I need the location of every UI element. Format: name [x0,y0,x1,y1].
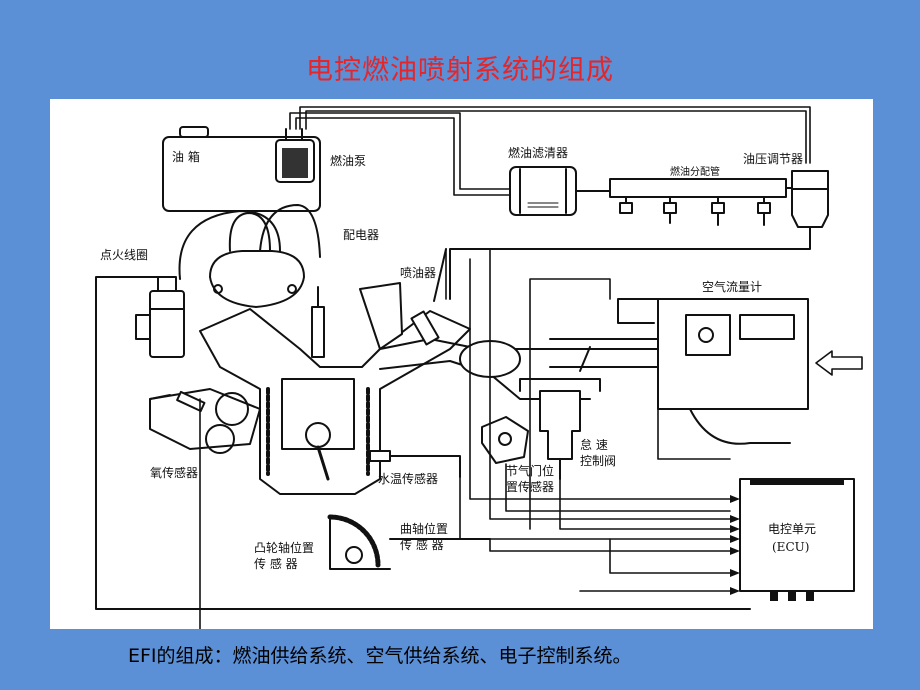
slide-title: 电控燃油喷射系统的组成 [306,55,614,86]
label-cam-sensor-2: 传 感 器 [254,557,298,571]
distributor [178,204,321,308]
spark-plug [311,286,325,358]
coolant-temp-sensor [369,450,461,478]
label-ignition-coil: 点火线圈 [100,248,149,262]
label-cam-sensor-1: 凸轮轴位置 [254,541,315,555]
crank-cam-sensors [327,514,491,570]
label-crank-sensor-1: 曲轴位置 [400,522,449,536]
label-fuel-rail: 燃油分配管 [670,167,720,178]
label-fuel-pump: 燃油泵 [330,154,367,168]
fuel-rail [609,178,787,226]
label-air-flow-meter: 空气流量计 [702,280,763,294]
idle-control-valve [519,378,601,480]
label-coolant-temp-sensor: 水温传感器 [378,472,439,486]
throttle-position-sensor [481,416,529,464]
oxygen-sensor [149,390,206,413]
label-fuel-tank: 油 箱 [172,150,200,164]
sensor-wiring [199,248,740,629]
slide-caption: EFI的组成：燃油供给系统、空气供给系统、电子控制系统。 [128,645,632,667]
fuel-pump [275,128,315,183]
label-crank-sensor-2: 传 感 器 [400,538,444,552]
pressure-regulator [449,170,829,300]
air-intake-arrow [815,350,863,376]
ecu-unit [739,478,855,601]
efi-system-diagram: 油 箱 燃油泵 燃油滤清器 燃油分配管 油压调节器 配电器 点火线圈 喷油器 空… [50,99,873,629]
injector [410,248,447,346]
label-distributor: 配电器 [343,228,380,242]
fuel-lines [289,106,811,196]
label-throttle-position-sensor-2: 置传感器 [506,480,555,494]
label-oxygen-sensor: 氧传感器 [150,466,199,480]
label-fuel-filter: 燃油滤清器 [508,146,569,160]
air-flow-meter [617,298,809,445]
efi-diagram-drawing [95,106,863,629]
engine-block [149,308,471,495]
label-injector: 喷油器 [400,266,437,280]
fuel-filter [509,166,611,216]
label-throttle-position-sensor-1: 节气门位 [506,464,555,478]
ignition-coil [95,276,751,610]
label-idle-valve-2: 控制阀 [580,454,617,468]
label-idle-valve-1: 怠 速 [580,438,608,452]
label-pressure-regulator: 油压调节器 [743,152,804,166]
label-ecu-1: 电控单元 [768,522,817,536]
label-ecu-2: (ECU) [772,540,810,554]
